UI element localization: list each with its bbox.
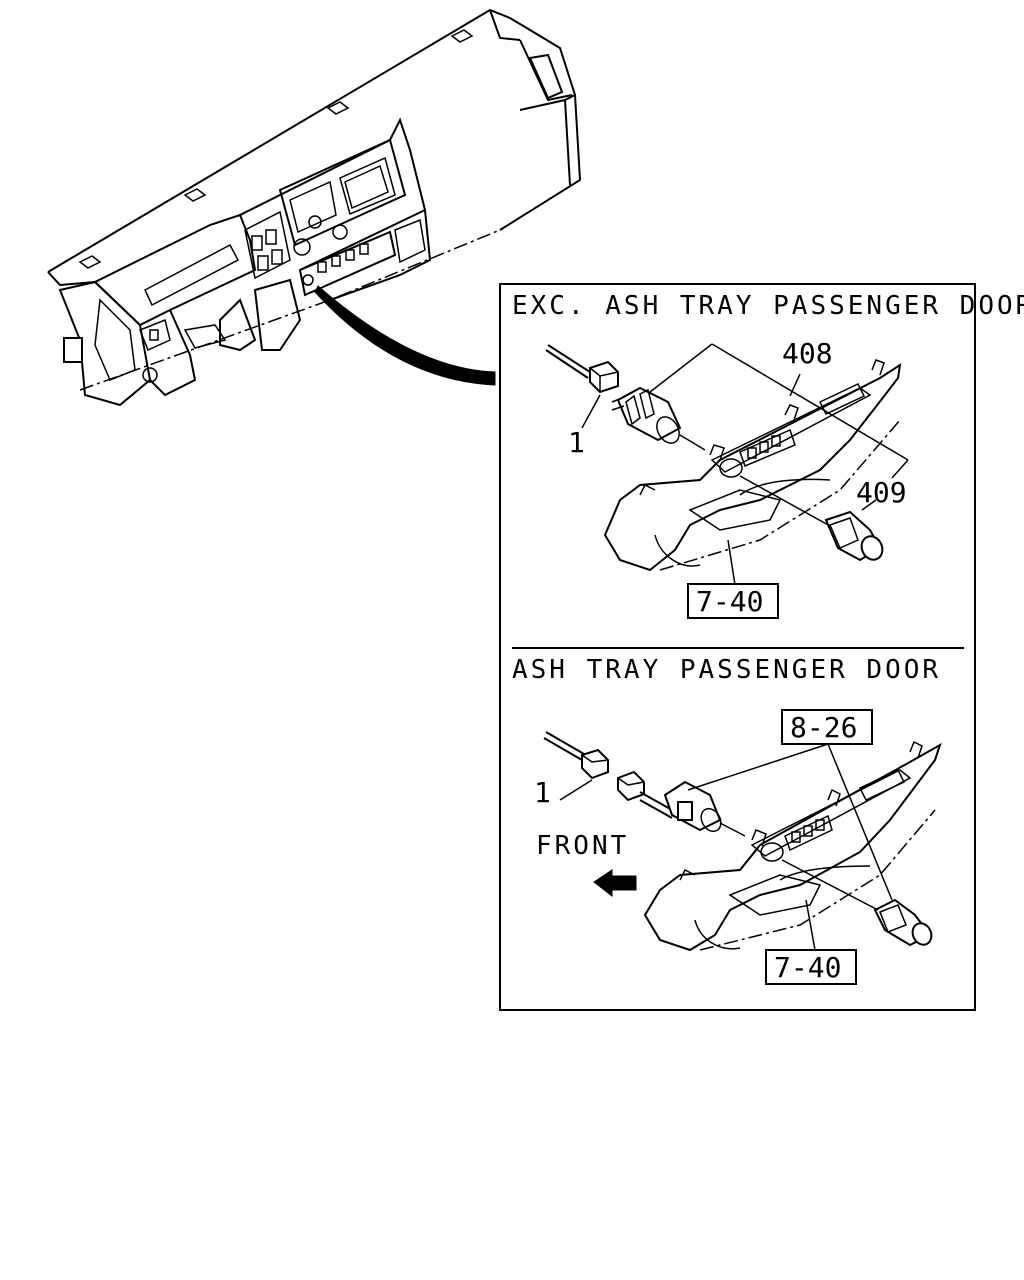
ref-box-7-40-top-label: 7-40	[696, 585, 763, 618]
front-label: FRONT	[536, 831, 629, 861]
detail-panel-frame	[499, 283, 976, 1011]
bottom-panel-heading: ASH TRAY PASSENGER DOOR	[512, 655, 941, 685]
ref-box-7-40-top	[687, 583, 779, 619]
dashboard-illustration	[47, 8, 582, 407]
ref-box-7-40-bottom-label: 7-40	[774, 951, 841, 984]
callout-1-top: 1	[568, 426, 585, 459]
callout-409: 409	[856, 476, 907, 509]
ref-box-8-26-label: 8-26	[790, 711, 857, 744]
top-panel-heading: EXC. ASH TRAY PASSENGER DOOR	[512, 291, 1024, 321]
callout-1-bottom: 1	[534, 776, 551, 809]
ref-box-7-40-bottom	[765, 949, 857, 985]
front-arrow-icon	[593, 869, 637, 898]
bottom-panel-parts	[543, 731, 942, 952]
ref-box-8-26	[781, 709, 873, 745]
detail-leader	[314, 285, 496, 386]
callout-408: 408	[782, 337, 833, 370]
top-panel-parts	[545, 343, 909, 586]
